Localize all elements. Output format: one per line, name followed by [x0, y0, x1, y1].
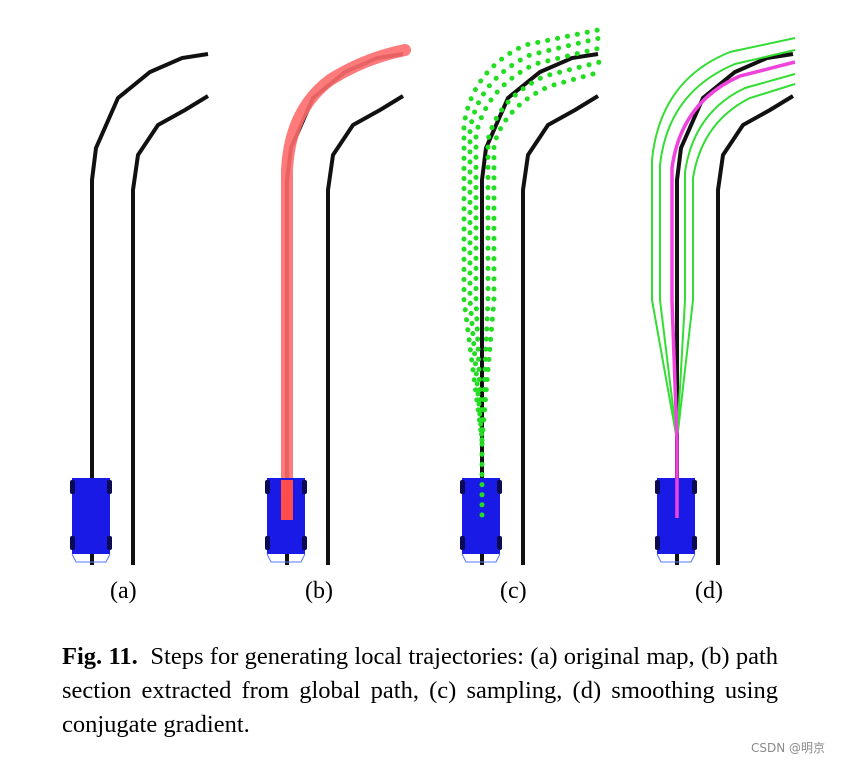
panel-label-d: (d) — [695, 578, 723, 604]
caption-label: Fig. 11. — [62, 643, 138, 670]
watermark: CSDN @明京 — [750, 741, 825, 755]
panel-a-original-map — [69, 52, 210, 567]
panel-d-smoothing — [651, 37, 796, 567]
figure-caption: Fig. 11. Steps for generating local traj… — [62, 640, 778, 742]
panel-label-a: (a) — [110, 578, 137, 604]
panel-label-c: (c) — [500, 578, 527, 604]
figure-11: (a) (b) (c) (d) — [69, 27, 796, 604]
caption-text: Steps for generating local trajectories:… — [62, 643, 779, 738]
panel-b-overlay — [264, 44, 411, 563]
panel-c-sampling — [459, 27, 603, 567]
panel-label-b: (b) — [305, 578, 333, 604]
